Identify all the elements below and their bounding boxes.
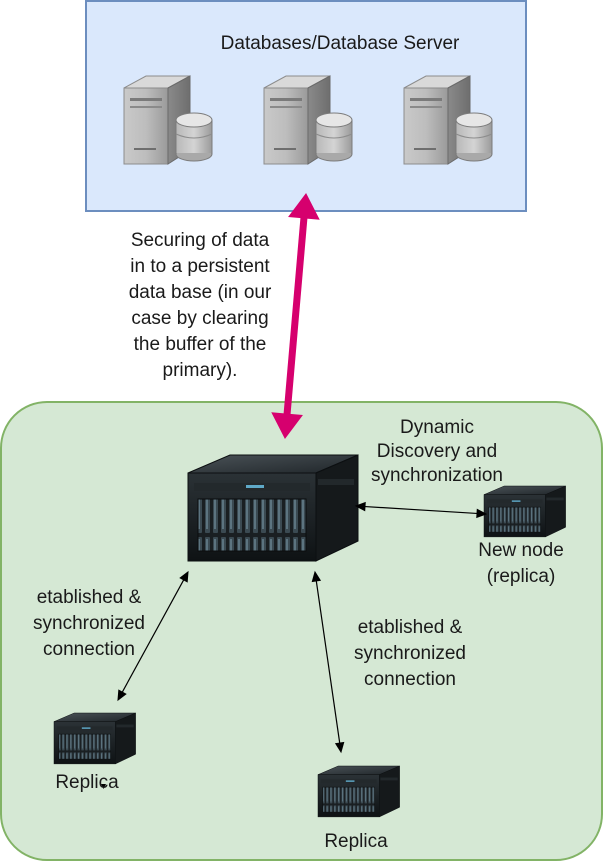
database-server-icon: [263, 75, 353, 165]
label-line: synchronized: [33, 613, 145, 634]
replica-bottom-label: Replica: [324, 831, 388, 852]
arrow-head: [179, 570, 189, 583]
label-line: primary).: [163, 360, 238, 381]
arrow-head: [334, 741, 345, 754]
replica-left-server-icon: [53, 712, 136, 765]
right-connection-label: etablished & synchronized connection: [354, 617, 466, 690]
new-node-server-icon: [483, 485, 566, 538]
arrow-head: [354, 501, 366, 512]
arrow-head: [271, 412, 303, 439]
arrow-head: [288, 193, 320, 220]
replica-left-label: Replica: [55, 772, 119, 793]
cluster-area: [0, 401, 603, 861]
left-connection-label: etablished & synchronized connection: [33, 587, 145, 660]
label-line: case by clearing: [131, 308, 268, 329]
arrow-head: [311, 570, 322, 583]
new-node-label: New node (replica): [478, 540, 564, 587]
label-line: etablished &: [358, 617, 463, 638]
database-group-title: Databases/Database Server: [221, 33, 460, 54]
arrow-head: [117, 689, 127, 702]
persistence-label: Securing of data in to a persistent data b…: [129, 230, 272, 381]
primary-server-icon: [187, 454, 359, 562]
database-server-icon: [403, 75, 493, 165]
label-line: Dynamic: [400, 417, 474, 438]
right-connection-arrow: [311, 570, 345, 754]
arrow-head: [476, 508, 488, 519]
label-line: connection: [43, 639, 135, 660]
label-line: synchronized: [354, 643, 466, 664]
label-line: connection: [364, 669, 456, 690]
label-line: synchronization: [371, 465, 503, 486]
label-line: data base (in our: [129, 282, 272, 303]
label-line: etablished &: [37, 587, 142, 608]
left-connection-arrow: [101, 570, 189, 789]
discovery-arrow: [354, 501, 488, 519]
label-line: (replica): [487, 566, 556, 587]
label-line: New node: [478, 540, 564, 561]
database-server-icon: [123, 75, 213, 165]
replica-bottom-server-icon: [317, 765, 400, 818]
label-line: the buffer of the: [134, 334, 267, 355]
label-line: Securing of data: [131, 230, 270, 251]
label-line: in to a persistent: [130, 256, 270, 277]
label-line: Discovery and: [377, 441, 497, 462]
persist-arrow: [271, 193, 320, 439]
